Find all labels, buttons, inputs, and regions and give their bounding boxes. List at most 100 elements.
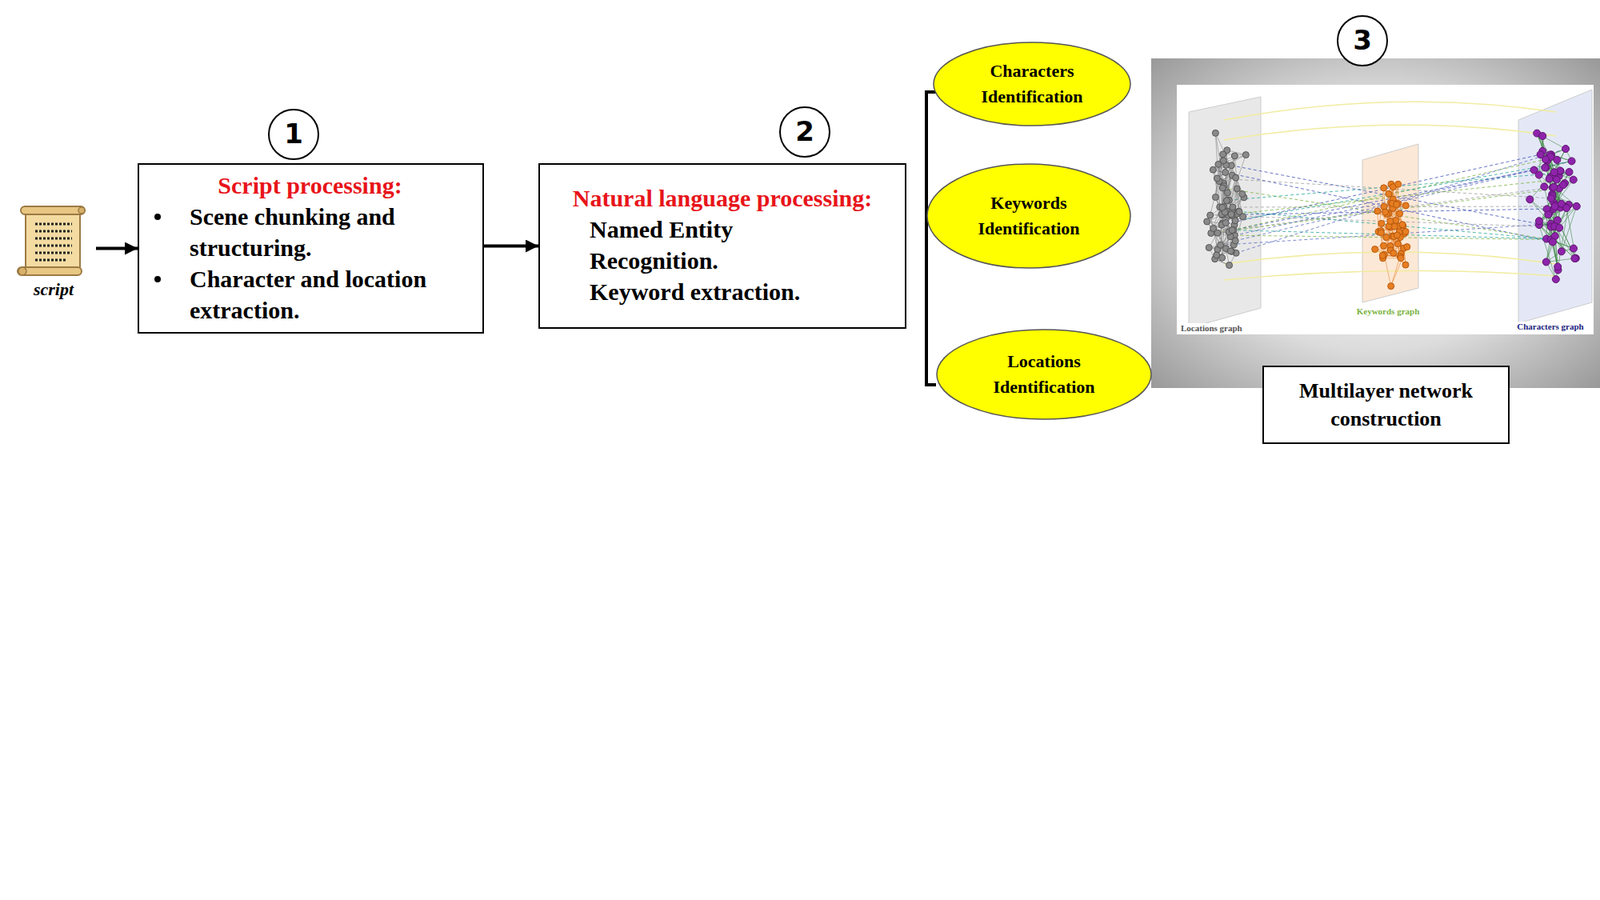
interlayer-link (1236, 148, 1566, 253)
network-node (1222, 169, 1229, 176)
network-node (1220, 151, 1227, 158)
image-frame (1151, 58, 1600, 388)
result-box: Multilayer network construction (1262, 365, 1510, 444)
output-ellipse: Locations Identification (936, 328, 1152, 420)
network-node (1217, 241, 1224, 248)
network-node (1548, 238, 1556, 246)
network-node (1226, 262, 1233, 269)
network-node (1541, 156, 1549, 164)
network-node (1377, 229, 1384, 236)
network-node (1223, 197, 1230, 204)
network-node (1213, 175, 1220, 182)
network-node (1394, 240, 1401, 248)
interlayer-link (1211, 188, 1560, 233)
network-node (1385, 190, 1392, 197)
callout-number: 3 (1352, 24, 1372, 56)
network-node (1232, 174, 1240, 181)
box-item: Character and location extraction. (139, 263, 472, 326)
network-node (1563, 204, 1571, 212)
network-node (1378, 220, 1385, 227)
network-node (1402, 228, 1409, 236)
ellipse-shape (926, 163, 1132, 269)
scroll-icon (17, 206, 85, 276)
network-node (1395, 180, 1402, 188)
graph-label: Locations graph (1179, 323, 1244, 334)
network-node (1232, 237, 1239, 244)
network-node (1390, 249, 1397, 256)
network-node (1207, 212, 1214, 219)
bracket (926, 92, 936, 385)
callout-number: 1 (284, 118, 304, 150)
network-node (1213, 252, 1220, 259)
node-label: Characters Identification (964, 58, 1100, 110)
output-ellipse: Characters Identification (932, 41, 1132, 127)
network-node (1228, 211, 1235, 218)
network-node (1219, 184, 1226, 192)
network-node (1556, 224, 1564, 232)
network-node (1380, 184, 1388, 192)
network-node (1545, 175, 1553, 183)
network-layer (1372, 180, 1411, 289)
network-node (1212, 129, 1219, 136)
interlayer-link (1235, 160, 1572, 241)
network-node (1541, 164, 1549, 172)
box-item: Named Entity Recognition. (540, 213, 846, 276)
ellipse-outline (936, 329, 1152, 420)
network-node (1554, 263, 1562, 271)
network-edge (1542, 151, 1555, 207)
network-node (1209, 166, 1216, 173)
network-node (1552, 276, 1560, 284)
network-node (1552, 176, 1560, 184)
network-node (1535, 171, 1543, 179)
node-label: Keywords Identification (960, 190, 1097, 242)
network-node (1372, 246, 1379, 253)
network-node (1547, 194, 1555, 202)
layer-plane (1518, 89, 1592, 324)
network-node (1222, 220, 1229, 227)
network-node (1526, 196, 1534, 204)
network-node (1231, 152, 1238, 160)
network-node (1388, 283, 1395, 290)
icon-caption: script (11, 204, 96, 300)
interlayer-link (1231, 180, 1557, 215)
network-node (1540, 183, 1548, 191)
layer-plane (1362, 144, 1419, 303)
network-node (1380, 242, 1387, 249)
network-node (1233, 185, 1240, 192)
network-node (1212, 193, 1219, 200)
network-node (1551, 202, 1559, 210)
ellipse-shape (932, 41, 1132, 127)
graph-label: Keywords graph (1355, 306, 1422, 317)
network-layer (1526, 129, 1580, 283)
output-ellipse: Keywords Identification (926, 163, 1132, 269)
network-node (1542, 258, 1550, 266)
network-node (1399, 221, 1406, 228)
ellipse-outline (927, 164, 1131, 268)
network-node (1557, 248, 1565, 256)
network-node (1219, 204, 1226, 211)
network-node (1396, 210, 1404, 217)
interlayer-link (1232, 187, 1554, 231)
network-node (1393, 201, 1400, 208)
interlayer-link (1228, 172, 1569, 200)
network-node (1562, 145, 1570, 153)
network-node (1236, 208, 1243, 216)
node-label: Multilayer network construction (1280, 376, 1492, 433)
network-node (1239, 190, 1246, 197)
image-area (1176, 84, 1594, 335)
interlayer-arc (1224, 101, 1556, 120)
ellipse-shape (936, 328, 1152, 420)
interlayer-link (1212, 169, 1553, 242)
network-edge (1539, 224, 1575, 259)
network-node (1387, 217, 1394, 224)
flow-arrow (484, 244, 539, 248)
network-node (1210, 225, 1217, 232)
network-node (1204, 218, 1211, 225)
box-heading: Script processing: (139, 169, 472, 201)
callout-number: 2 (795, 116, 815, 148)
network-node (1544, 211, 1552, 219)
interlayer-arc (1224, 271, 1556, 280)
network-node (1404, 244, 1411, 251)
multilayer-network-illustration (1188, 89, 1592, 328)
